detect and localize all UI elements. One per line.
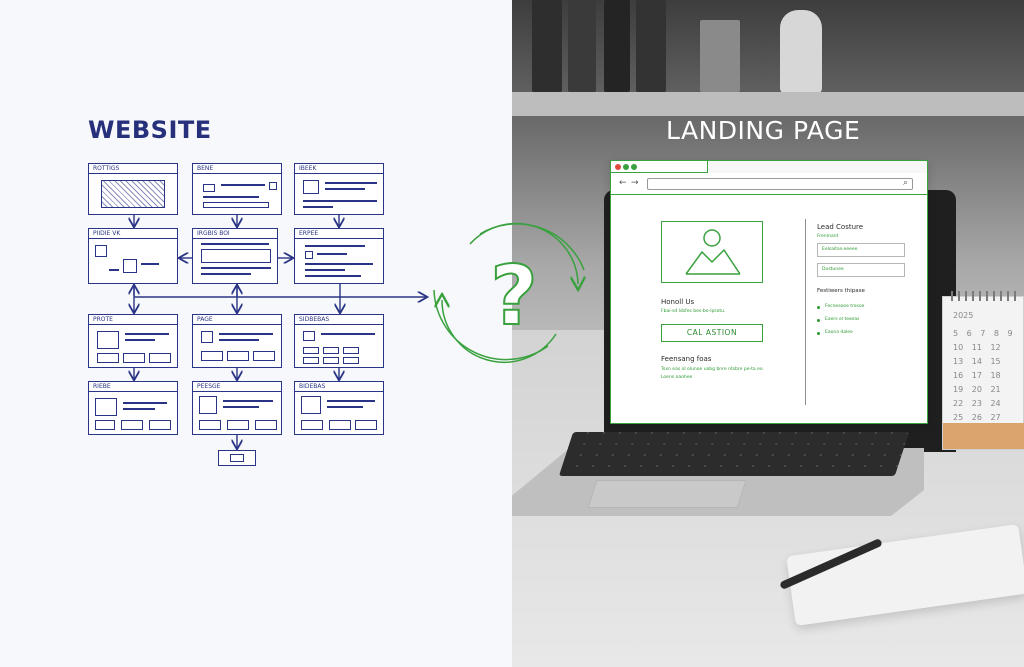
field-placeholder: Eelsaitse.eeeee [822, 247, 858, 252]
hero-heading: Honoll Us [661, 298, 695, 306]
wireframe-label: SIDBEBAS [299, 316, 330, 323]
wireframe-label: RIEBE [93, 383, 111, 390]
wireframe-page: ERPEE [294, 228, 384, 284]
form-subtext: Frenmant [817, 234, 839, 239]
wireframe-page: BIDEBAS [294, 381, 384, 435]
section-line: Loens oaohee [661, 375, 693, 380]
hero-subtext: Fbai-sd lsbfes bes-bo-lpsotu. [661, 309, 726, 314]
wireframe-page: PAGE [192, 314, 282, 368]
wireframe-page: ROTTIGS [88, 163, 178, 215]
forward-arrow-icon[interactable]: → [631, 178, 639, 188]
call-to-action-button[interactable]: CAL ASTION [661, 324, 763, 342]
wireframe-label: PROTE [93, 316, 113, 323]
features-heading: Festiwers thipase [817, 288, 865, 294]
section-heading: Feensang foas [661, 355, 712, 363]
form-field[interactable]: Dustunee [817, 263, 905, 277]
question-mark-icon: ? [490, 249, 538, 344]
question-cycle-graphic: ? [433, 222, 598, 363]
wireframe-page: BENE [192, 163, 282, 215]
wireframe-label: IBEEK [299, 165, 317, 172]
wireframe-label: ROTTIGS [93, 165, 120, 172]
wireframe-label: BENE [197, 165, 214, 172]
form-field[interactable]: Eelsaitse.eeeee [817, 243, 905, 257]
desk-calendar: 2025 5 6 7 8 9 10 11 12 13 14 15 16 17 1… [942, 291, 1024, 450]
column-divider [805, 219, 806, 405]
minimize-dot-icon [623, 164, 629, 170]
maximize-dot-icon [631, 164, 637, 170]
calendar-header: 2025 [953, 311, 974, 320]
feature-item: Eaona dalee [825, 330, 853, 335]
website-title: WEBSITE [88, 116, 212, 144]
laptop-trackpad [587, 480, 747, 508]
wireframe-page: PROTE [88, 314, 178, 368]
wireframe-page: RIEBE [88, 381, 178, 435]
search-icon[interactable]: ⌕ [902, 178, 908, 188]
landing-page-title: LANDING PAGE [666, 116, 861, 145]
wireframe-label: ERPEE [299, 230, 319, 237]
sitemap-connectors [0, 215, 512, 667]
wireframe-page: IBEEK [294, 163, 384, 215]
wireframe-label: PAGE [197, 316, 213, 323]
bullet-icon [817, 332, 820, 335]
section-line: Tsxn eas ol olunoe uabg bnre ntsbre pe-t… [661, 367, 763, 372]
wireframe-page: PIIDIE VK [88, 228, 178, 284]
feature-item: Fecnesoee trosoe [825, 304, 865, 309]
feature-item: Eaers el texeas [825, 317, 860, 322]
field-placeholder: Dustunee [822, 267, 844, 272]
wireframe-page: PEESGE [192, 381, 282, 435]
back-arrow-icon[interactable]: ← [619, 178, 627, 188]
url-bar[interactable]: ⌕ [647, 178, 913, 190]
form-heading: Lead Costure [817, 223, 864, 231]
bullet-icon [817, 319, 820, 322]
wireframe-label: PEESGE [197, 383, 221, 390]
hero-image-placeholder [661, 221, 763, 283]
wireframe-label: BIDEBAS [299, 383, 326, 390]
landing-page-browser-window: ← → ⌕ Honoll Us Fbai-sd lsbfes bes-bo-lp… [610, 160, 928, 424]
wireframe-label: IRGBIS BOI [197, 230, 230, 237]
close-dot-icon [615, 164, 621, 170]
laptop-keyboard [558, 432, 910, 476]
bullet-icon [817, 306, 820, 309]
wireframe-label: PIIDIE VK [93, 230, 121, 237]
wireframe-page: SIDBEBAS [294, 314, 384, 368]
image-placeholder-icon [685, 229, 741, 275]
